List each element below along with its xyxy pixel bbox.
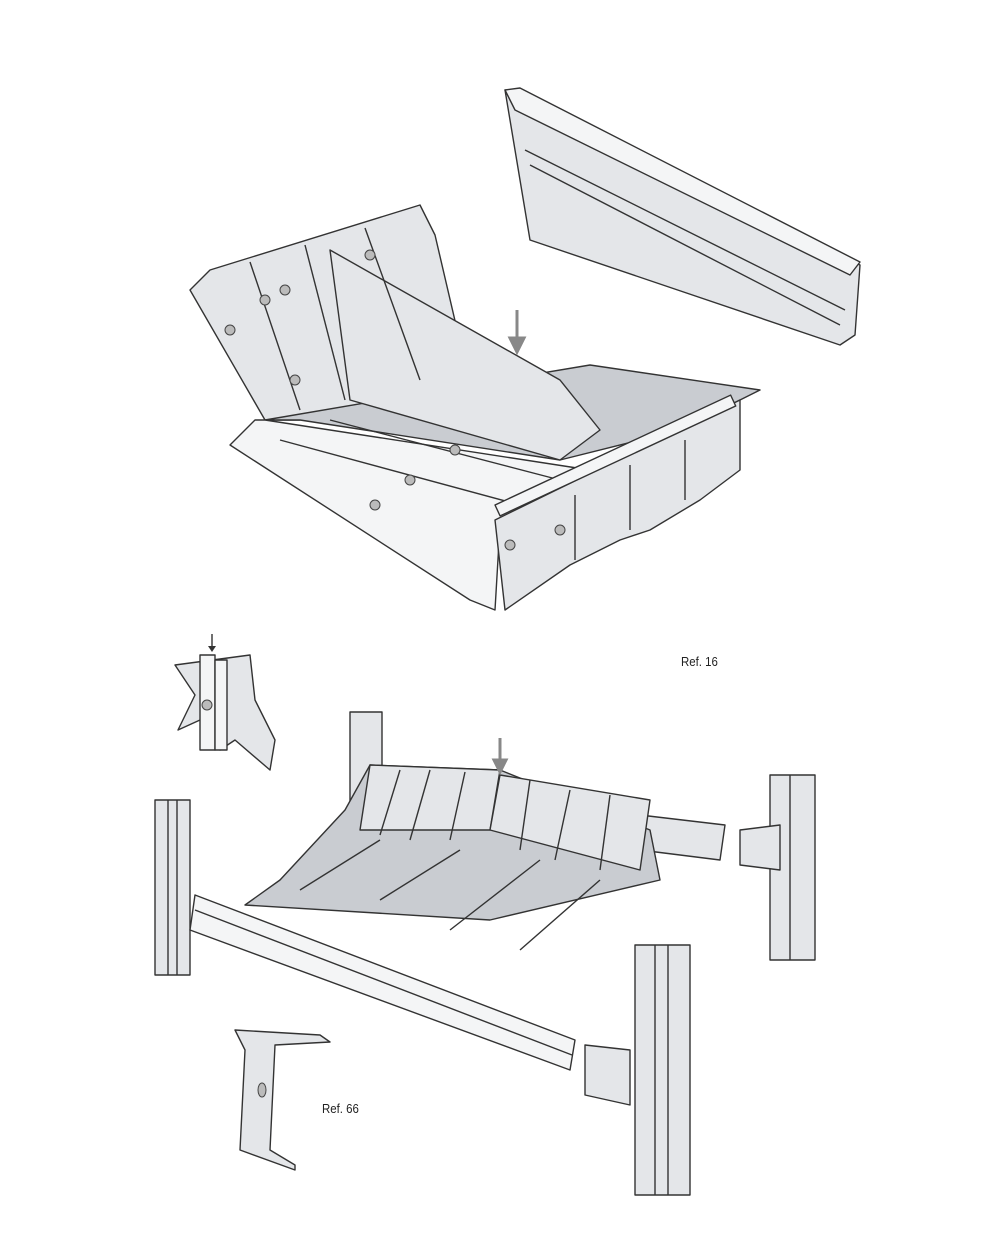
clip-detail xyxy=(174,634,276,771)
tray-holes xyxy=(224,249,566,551)
shelf-tray xyxy=(189,204,761,611)
clip-ref-66 xyxy=(234,1029,331,1171)
divider-panel xyxy=(504,87,861,346)
ref-66-label: Ref. 66 xyxy=(322,1101,359,1116)
rack-assembly xyxy=(154,711,816,1196)
ref-16-label: Ref. 16 xyxy=(681,654,718,669)
